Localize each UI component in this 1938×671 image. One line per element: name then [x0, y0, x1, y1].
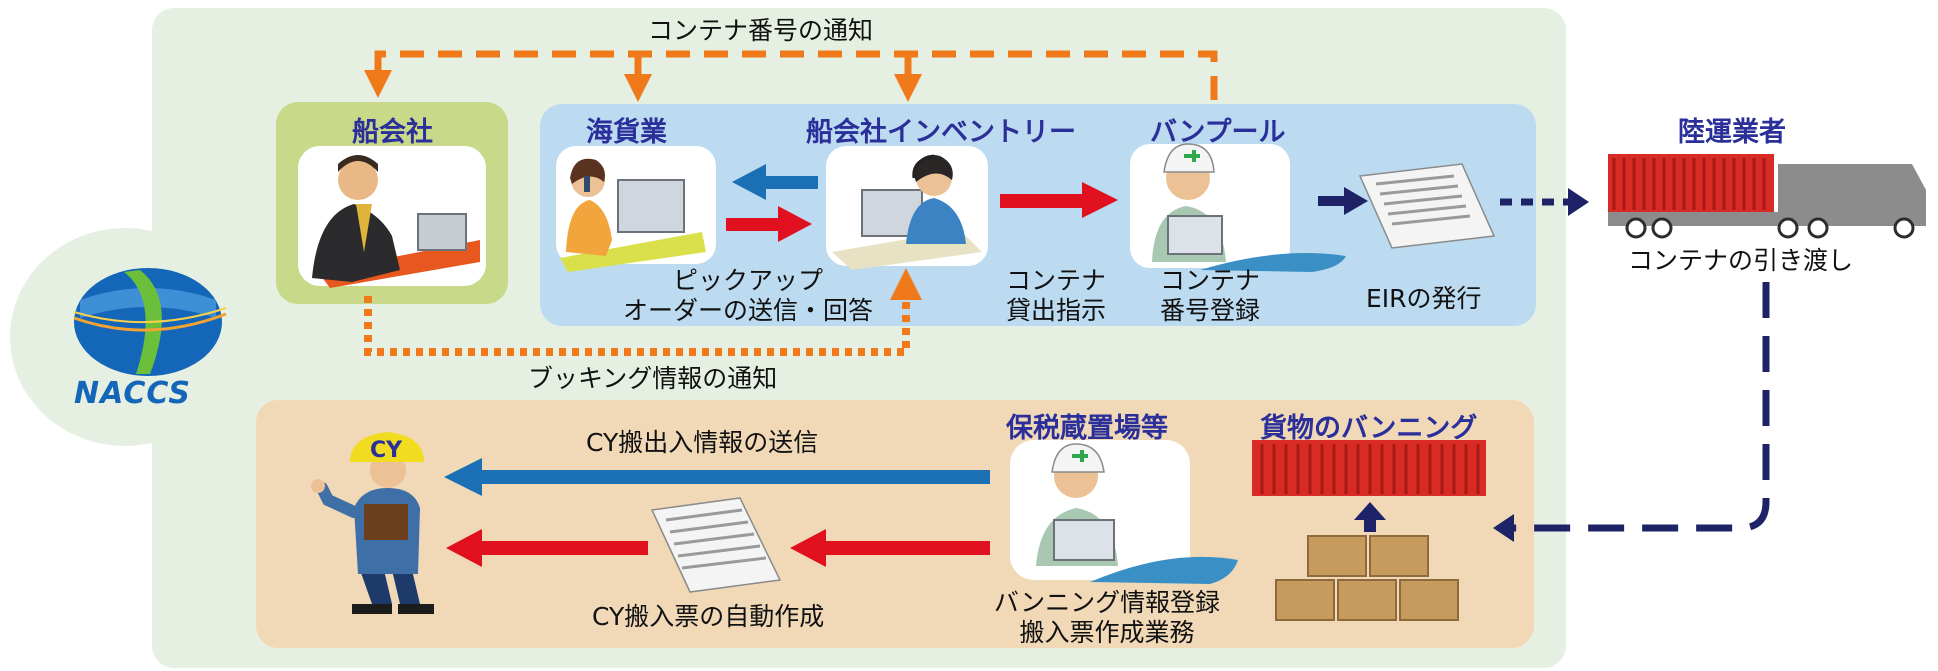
container-number-notice-label: コンテナ番号の通知 — [648, 16, 874, 45]
container-register-line-1: コンテナ — [1160, 266, 1261, 295]
shipping-company-heading: 船会社 — [352, 117, 433, 148]
cy-slip-auto-label: CY搬入票の自動作成 — [592, 602, 825, 631]
navy-arrow-right — [1318, 187, 1368, 215]
lend-instruction-label: コンテナ 貸出指示 — [1006, 266, 1106, 326]
vanning-heading: 貨物のバンニング — [1260, 413, 1478, 444]
booking-notice-label: ブッキング情報の通知 — [528, 364, 778, 393]
cy-worker-illustration — [311, 432, 434, 614]
cy-slip-red-arrow-1 — [790, 529, 990, 567]
inventory-operator-illustration — [826, 146, 988, 270]
shipping-company-person-illustration — [298, 146, 486, 288]
cy-info-blue-arrow — [444, 458, 990, 496]
forwarder-person-illustration — [556, 146, 716, 272]
bonded-area-worker-illustration — [1010, 440, 1238, 584]
bonded-area-heading: 保税蔵置場等 — [1006, 413, 1168, 444]
vanning-container-icon — [1252, 440, 1486, 496]
booking-notice-arrow — [364, 268, 922, 356]
container-truck-icon — [1608, 154, 1926, 239]
eir-issue-label: EIRの発行 — [1366, 284, 1482, 313]
pickup-order-line-2: オーダーの送信・回答 — [622, 296, 873, 325]
naccs-logo-text: NACCS — [74, 376, 191, 411]
red-arrow-right-2 — [1000, 182, 1118, 218]
vanning-registration-label: バンニング情報登録 搬入票作成業務 — [972, 588, 1242, 648]
blue-arrow-left — [732, 164, 818, 200]
vanning-registration-line-2: 搬入票作成業務 — [1019, 618, 1195, 647]
eir-document-icon — [1358, 163, 1496, 249]
up-arrow-navy — [1354, 502, 1386, 532]
trucker-heading: 陸運業者 — [1678, 117, 1786, 148]
pickup-order-label: ピックアップ オーダーの送信・回答 — [608, 266, 888, 326]
cargo-boxes-icon — [1275, 535, 1459, 621]
cy-slip-document-icon — [650, 497, 782, 593]
cy-helmet-label: CY — [370, 438, 403, 463]
container-register-label: コンテナ 番号登録 — [1160, 266, 1260, 326]
red-arrow-right-1 — [726, 206, 812, 242]
inventory-heading: 船会社インベントリー — [806, 117, 1076, 148]
cy-info-send-label: CY搬出入情報の送信 — [586, 428, 819, 457]
container-handover-label: コンテナの引き渡し — [1628, 246, 1854, 275]
vanpool-worker-illustration — [1130, 143, 1346, 272]
navy-dashed-arrow — [1493, 282, 1770, 542]
lend-instruction-line-1: コンテナ — [1006, 266, 1107, 295]
cy-slip-red-arrow-2 — [446, 529, 648, 567]
container-register-line-2: 番号登録 — [1160, 296, 1261, 325]
container-number-notice-arrows — [364, 50, 1218, 102]
pickup-order-line-1: ピックアップ — [672, 266, 823, 295]
lend-instruction-line-2: 貸出指示 — [1006, 296, 1107, 325]
naccs-globe-icon — [73, 268, 227, 376]
vanpool-heading: バンプール — [1150, 117, 1286, 148]
vanning-registration-line-1: バンニング情報登録 — [993, 588, 1221, 617]
forwarder-heading: 海貨業 — [586, 117, 667, 148]
